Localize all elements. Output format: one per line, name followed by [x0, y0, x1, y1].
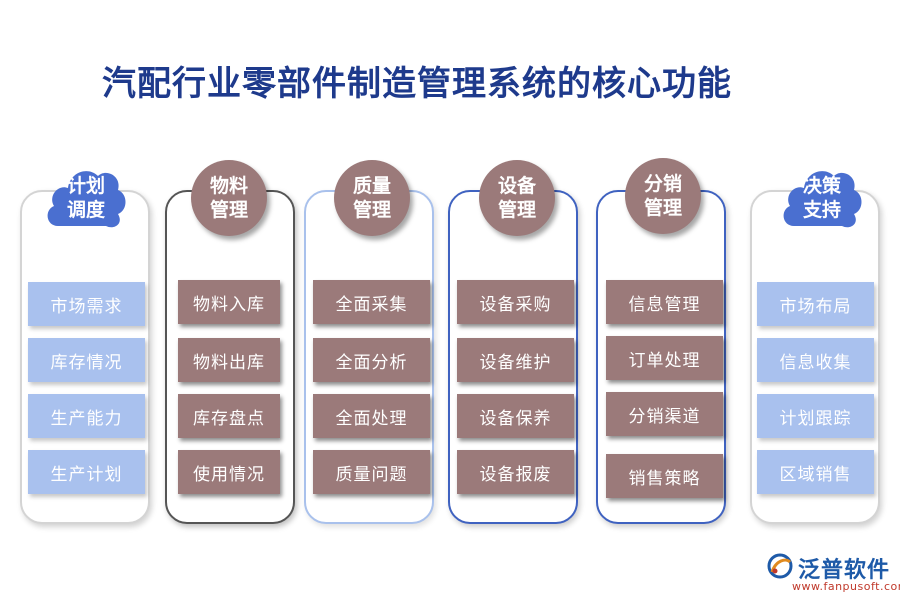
list-item-market-demand: 市场需求: [28, 282, 145, 326]
badge-label-line2: 管理: [643, 197, 682, 219]
brand-logo: 泛普软件 www.fanpusoft.com: [766, 546, 900, 596]
badge-label-line2: 管理: [497, 199, 536, 221]
badge-label-line2: 管理: [209, 199, 248, 221]
cloud-icon: [783, 171, 862, 228]
badge-label-line2: 调度: [66, 199, 105, 221]
badge-label-line1: 分销: [643, 173, 682, 195]
list-item-production-plan: 生产计划: [28, 450, 145, 494]
list-item-capacity: 生产能力: [28, 394, 145, 438]
list-item-info-management: 信息管理: [606, 280, 723, 324]
badge-planning: 计划 调度: [44, 160, 128, 236]
badge-decision: 决策 支持: [780, 160, 864, 236]
fanpu-logo-icon: [767, 553, 793, 579]
badge-label-line1: 质量: [352, 175, 391, 197]
badge-label-line2: 支持: [802, 199, 841, 221]
list-item-upkeep: 设备保养: [457, 394, 574, 438]
list-item-quality-issues: 质量问题: [313, 450, 430, 494]
list-item-inbound: 物料入库: [178, 280, 280, 324]
brand-url: www.fanpusoft.com: [792, 580, 900, 593]
list-item-analyze: 全面分析: [313, 338, 430, 382]
badge-label-line1: 物料: [209, 175, 248, 197]
list-item-usage: 使用情况: [178, 450, 280, 494]
badge-label-line1: 决策: [802, 175, 841, 197]
list-item-maintenance: 设备维护: [457, 338, 574, 382]
list-item-procurement: 设备采购: [457, 280, 574, 324]
cloud-icon: [47, 171, 126, 228]
badge-quality: 质量 管理: [334, 160, 410, 236]
list-item-order-processing: 订单处理: [606, 336, 723, 380]
list-item-process: 全面处理: [313, 394, 430, 438]
list-item-info-collection: 信息收集: [757, 338, 874, 382]
page-title: 汽配行业零部件制造管理系统的核心功能: [102, 64, 732, 104]
badge-distribution: 分销 管理: [625, 158, 701, 234]
brand-name: 泛普软件: [798, 558, 891, 583]
list-item-inventory: 库存情况: [28, 338, 145, 382]
badge-materials: 物料 管理: [191, 160, 267, 236]
list-item-plan-tracking: 计划跟踪: [757, 394, 874, 438]
list-item-outbound: 物料出库: [178, 338, 280, 382]
badge-label-line1: 设备: [497, 175, 536, 197]
list-item-regional-sales: 区域销售: [757, 450, 874, 494]
list-item-stocktake: 库存盘点: [178, 394, 280, 438]
list-item-sales-strategy: 销售策略: [606, 454, 723, 498]
badge-equipment: 设备 管理: [479, 160, 555, 236]
list-item-collect: 全面采集: [313, 280, 430, 324]
badge-label-line1: 计划: [66, 175, 105, 197]
list-item-scrapping: 设备报废: [457, 450, 574, 494]
list-item-channels: 分销渠道: [606, 392, 723, 436]
list-item-market-layout: 市场布局: [757, 282, 874, 326]
badge-label-line2: 管理: [352, 199, 391, 221]
